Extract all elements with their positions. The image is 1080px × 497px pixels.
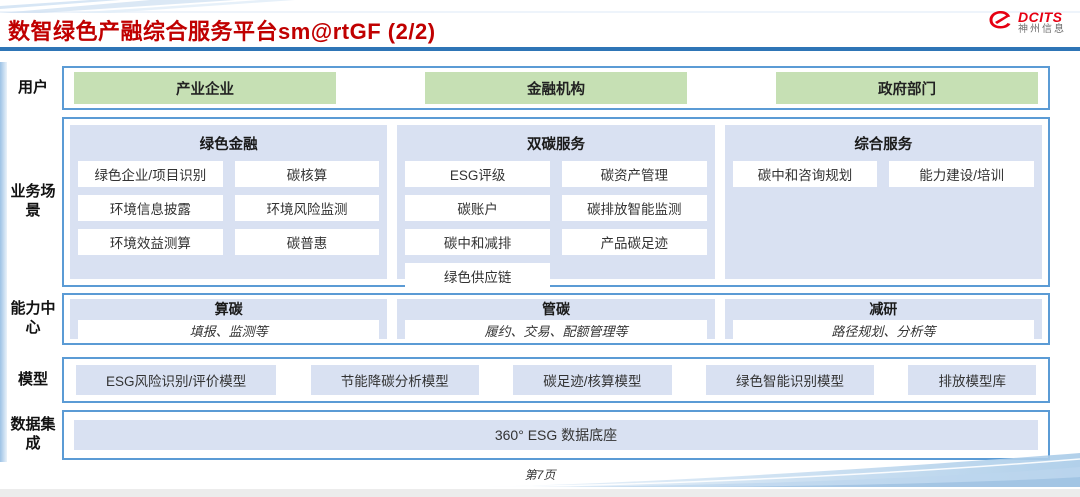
scenarios-row: 绿色金融 绿色企业/项目识别 碳核算 环境信息披露 环境风险监测 环境效益测算 … bbox=[62, 117, 1050, 289]
title-divider bbox=[0, 47, 1080, 51]
model-item: 节能降碳分析模型 bbox=[310, 365, 479, 395]
capability-reduce-research: 减研 路径规划、分析等 bbox=[724, 299, 1042, 341]
user-segment-finance: 金融机构 bbox=[425, 72, 687, 104]
scenario-cell: 碳排放智能监测 bbox=[561, 195, 707, 221]
left-accent-strip bbox=[0, 62, 7, 462]
page-number: 第7页 bbox=[524, 468, 556, 482]
logo-text: DCITS 神州信息 bbox=[1018, 10, 1066, 35]
capability-title: 算碳 bbox=[214, 301, 243, 317]
top-swoosh-decoration bbox=[0, 0, 1080, 13]
model-item: ESG风险识别/评价模型 bbox=[76, 365, 277, 395]
scenario-cell: 碳中和减排 bbox=[405, 229, 550, 255]
scenario-cell: 碳中和咨询规划 bbox=[732, 161, 878, 187]
scenario-cell: 碳账户 bbox=[405, 195, 550, 221]
scenario-cell: 环境风险监测 bbox=[234, 195, 380, 221]
model-item: 排放模型库 bbox=[908, 365, 1036, 395]
panel-title: 综合服务 bbox=[854, 137, 913, 153]
capability-calc-carbon: 算碳 填报、监测等 bbox=[70, 299, 388, 341]
models-row: ESG风险识别/评价模型 节能降碳分析模型 碳足迹/核算模型 绿色智能识别模型 … bbox=[62, 357, 1050, 403]
bottom-edge-bar bbox=[0, 489, 1080, 497]
scenario-cell: 绿色供应链 bbox=[405, 263, 550, 289]
row-label-models: 模型 bbox=[17, 371, 48, 388]
user-segment-government: 政府部门 bbox=[776, 72, 1038, 104]
scenario-cell: 能力建设/培训 bbox=[889, 161, 1034, 187]
capability-desc: 填报、监测等 bbox=[78, 320, 380, 341]
scenario-cell: 环境效益测算 bbox=[78, 229, 223, 255]
scenario-cell: 绿色企业/项目识别 bbox=[78, 161, 223, 187]
cell-grid: 碳中和咨询规划 能力建设/培训 bbox=[732, 161, 1034, 187]
scenario-cell: ESG评级 bbox=[405, 161, 550, 187]
row-label-data-integration: 数据集成 bbox=[10, 416, 56, 452]
bottom-swoosh-decoration bbox=[480, 453, 1080, 488]
scenario-cell: 环境信息披露 bbox=[78, 195, 223, 221]
dcits-swirl-icon bbox=[989, 11, 1011, 29]
users-row: 产业企业 金融机构 政府部门 bbox=[62, 66, 1050, 110]
capability-title: 管碳 bbox=[541, 301, 570, 317]
cell-grid: 绿色企业/项目识别 碳核算 环境信息披露 环境风险监测 环境效益测算 碳普惠 bbox=[78, 161, 380, 255]
page-title: 数智绿色产融综合服务平台sm@rtGF (2/2) bbox=[8, 19, 436, 44]
capability-manage-carbon: 管碳 履约、交易、配额管理等 bbox=[397, 299, 715, 341]
user-segment-industry: 产业企业 bbox=[74, 72, 336, 104]
logo-brand: DCITS bbox=[1018, 9, 1063, 25]
panel-comprehensive-services: 综合服务 碳中和咨询规划 能力建设/培训 bbox=[724, 125, 1042, 279]
capability-title: 减研 bbox=[869, 301, 898, 317]
row-label-capability-center: 能力中心 bbox=[10, 300, 56, 336]
dcits-logo: DCITS 神州信息 bbox=[988, 10, 1066, 35]
row-label-scenarios: 业务场景 bbox=[10, 183, 56, 219]
scenario-cell: 碳普惠 bbox=[234, 229, 380, 255]
model-item: 绿色智能识别模型 bbox=[705, 365, 874, 395]
scenario-cell: 碳资产管理 bbox=[561, 161, 707, 187]
capability-desc: 路径规划、分析等 bbox=[732, 320, 1034, 341]
capability-center-row: 算碳 填报、监测等 管碳 履约、交易、配额管理等 减研 路径规划、分析等 bbox=[62, 293, 1050, 345]
panel-green-finance: 绿色金融 绿色企业/项目识别 碳核算 环境信息披露 环境风险监测 环境效益测算 … bbox=[70, 125, 388, 279]
capability-desc: 履约、交易、配额管理等 bbox=[405, 320, 707, 341]
scenario-cell: 产品碳足迹 bbox=[561, 229, 707, 255]
esg-data-foundation: 360° ESG 数据底座 bbox=[74, 420, 1038, 450]
model-item: 碳足迹/核算模型 bbox=[513, 365, 672, 395]
row-label-users: 用户 bbox=[17, 79, 48, 96]
scenario-cell: 碳核算 bbox=[234, 161, 380, 187]
cell-grid: ESG评级 碳资产管理 碳账户 碳排放智能监测 碳中和减排 产品碳足迹 绿色供应… bbox=[405, 161, 707, 289]
data-integration-row: 360° ESG 数据底座 bbox=[62, 410, 1050, 460]
panel-title: 双碳服务 bbox=[526, 137, 585, 153]
logo-subbrand: 神州信息 bbox=[1018, 23, 1066, 35]
panel-dual-carbon-services: 双碳服务 ESG评级 碳资产管理 碳账户 碳排放智能监测 碳中和减排 产品碳足迹… bbox=[397, 125, 715, 289]
panel-title: 绿色金融 bbox=[199, 137, 258, 153]
